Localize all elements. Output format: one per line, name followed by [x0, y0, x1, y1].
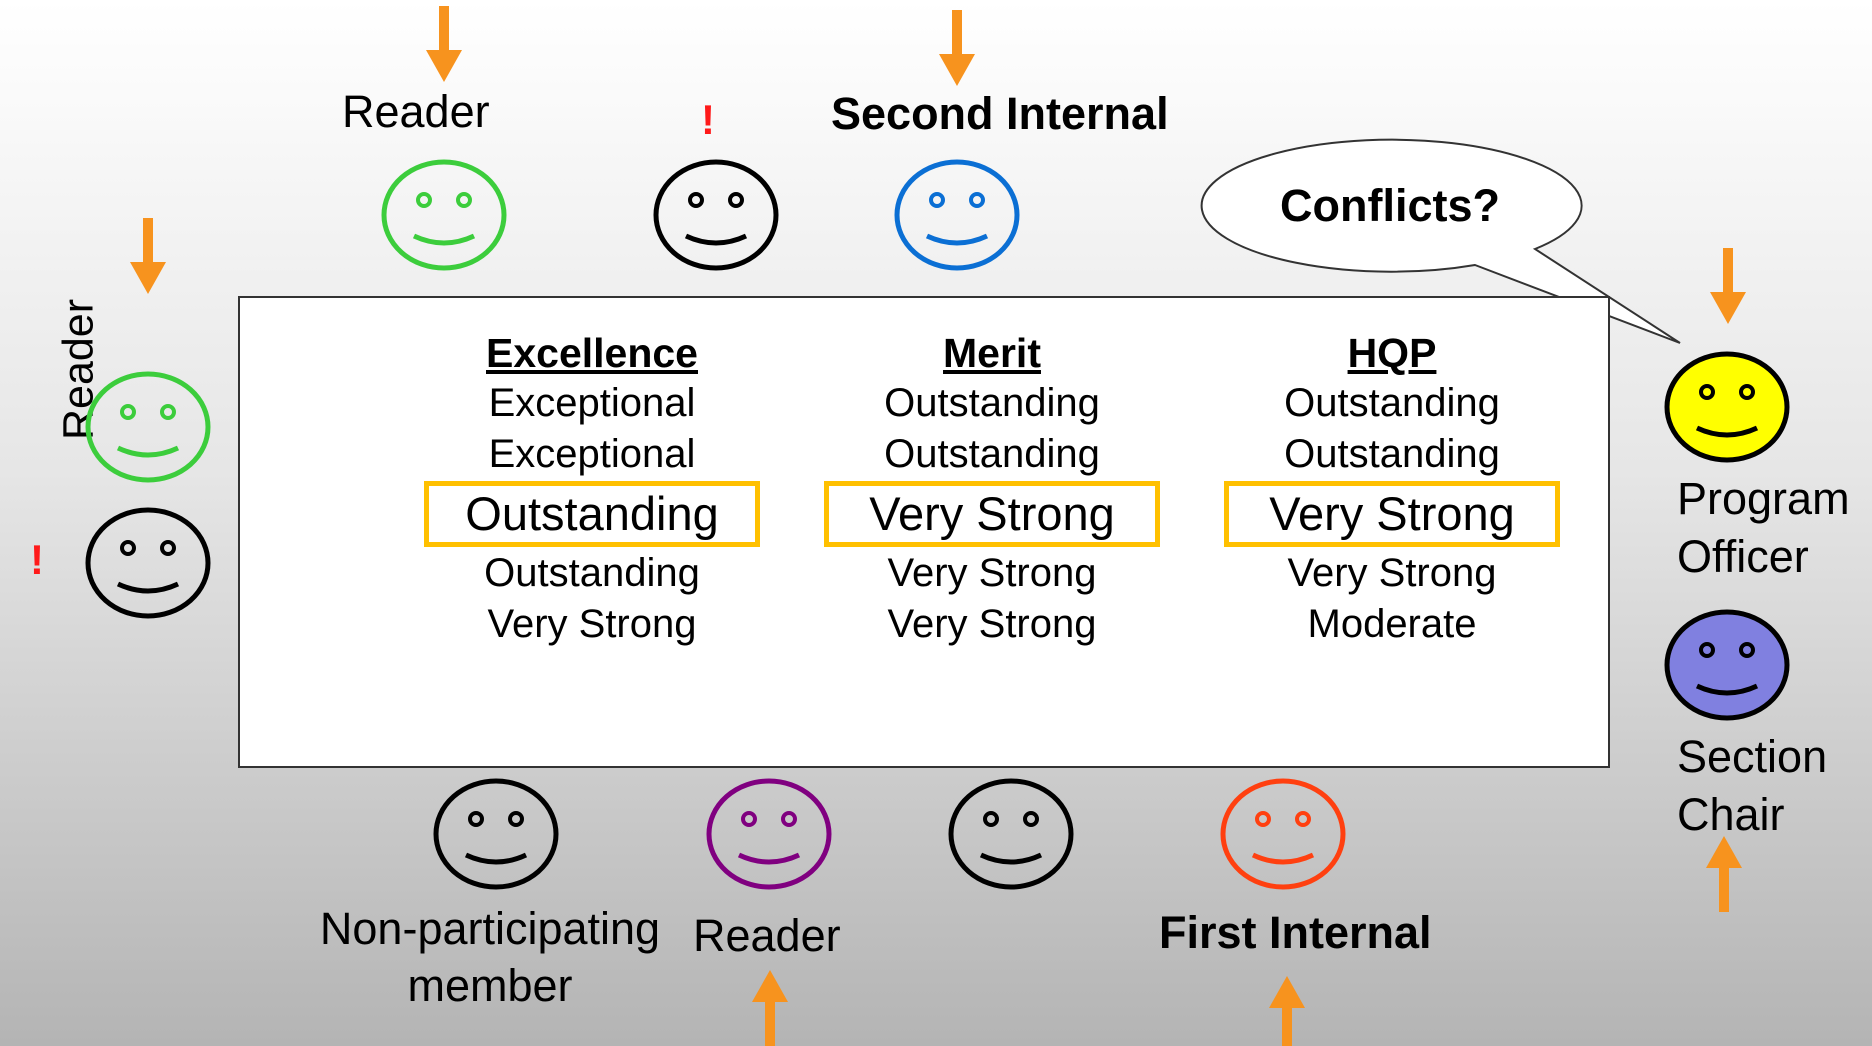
down-arrow-icon: [426, 6, 462, 82]
smiley-face-icon-black: [433, 778, 559, 890]
rating-row: Outstanding: [884, 381, 1100, 425]
up-arrow-icon: [752, 970, 788, 1046]
ratings-panel: Excellence Exceptional Exceptional Outst…: [238, 296, 1610, 768]
second-internal-label: Second Internal: [831, 88, 1169, 139]
rating-row-selected: Very Strong: [1224, 481, 1560, 547]
rating-row: Outstanding: [484, 551, 700, 595]
reader-label-top: Reader: [342, 86, 490, 137]
up-arrow-icon: [1706, 836, 1742, 912]
speech-bubble-icon: [1200, 138, 1681, 344]
smiley-face-icon-green: [381, 159, 507, 271]
exclamation-icon: !: [30, 536, 44, 583]
smiley-face-icon-black: [85, 507, 211, 619]
exclamation-icon: !: [701, 96, 715, 143]
non-participating-label-line1: Non-participating: [319, 903, 661, 954]
first-internal-label: First Internal: [1159, 907, 1432, 958]
rating-row: Outstanding: [884, 432, 1100, 476]
rating-row-selected: Very Strong: [824, 481, 1160, 547]
smiley-face-icon-green: [85, 371, 211, 483]
ratings-column-hqp: HQP Outstanding Outstanding Very Strong …: [1212, 328, 1572, 650]
up-arrow-icon: [1269, 976, 1305, 1046]
down-arrow-icon: [1710, 248, 1746, 324]
smiley-face-icon-black: [653, 159, 779, 271]
rating-row: Very Strong: [1287, 551, 1497, 595]
section-chair-label-line1: Section: [1677, 731, 1828, 782]
down-arrow-icon: [130, 218, 166, 294]
rating-row: Very Strong: [887, 602, 1097, 646]
ratings-column-excellence: Excellence Exceptional Exceptional Outst…: [412, 328, 772, 650]
smiley-face-icon-purple: [706, 778, 832, 890]
program-officer-label-line2: Officer: [1677, 531, 1809, 582]
down-arrow-icon: [939, 10, 975, 86]
smiley-face-icon-black: [948, 778, 1074, 890]
column-header: Merit: [943, 330, 1041, 376]
column-header: HQP: [1347, 330, 1437, 376]
section-chair-label-line2: Chair: [1677, 789, 1785, 840]
smiley-face-icon-periwinkle: [1664, 609, 1790, 721]
smiley-face-icon-orange-red: [1220, 778, 1346, 890]
rating-row: Exceptional: [488, 381, 696, 425]
rating-row: Moderate: [1307, 602, 1477, 646]
rating-row: Outstanding: [1284, 381, 1500, 425]
column-header: Excellence: [486, 330, 698, 376]
non-participating-label-line2: member: [407, 960, 573, 1011]
smiley-face-icon-blue: [894, 159, 1020, 271]
rating-row: Very Strong: [487, 602, 697, 646]
rating-row: Very Strong: [887, 551, 1097, 595]
program-officer-label-line1: Program: [1677, 473, 1850, 524]
conflicts-bubble-text: Conflicts?: [1280, 180, 1500, 231]
smiley-face-icon-yellow: [1664, 351, 1790, 463]
rating-row-selected: Outstanding: [424, 481, 760, 547]
rating-row: Exceptional: [488, 432, 696, 476]
ratings-column-merit: Merit Outstanding Outstanding Very Stron…: [812, 328, 1172, 650]
reader-label-bottom: Reader: [693, 910, 841, 961]
rating-row: Outstanding: [1284, 432, 1500, 476]
